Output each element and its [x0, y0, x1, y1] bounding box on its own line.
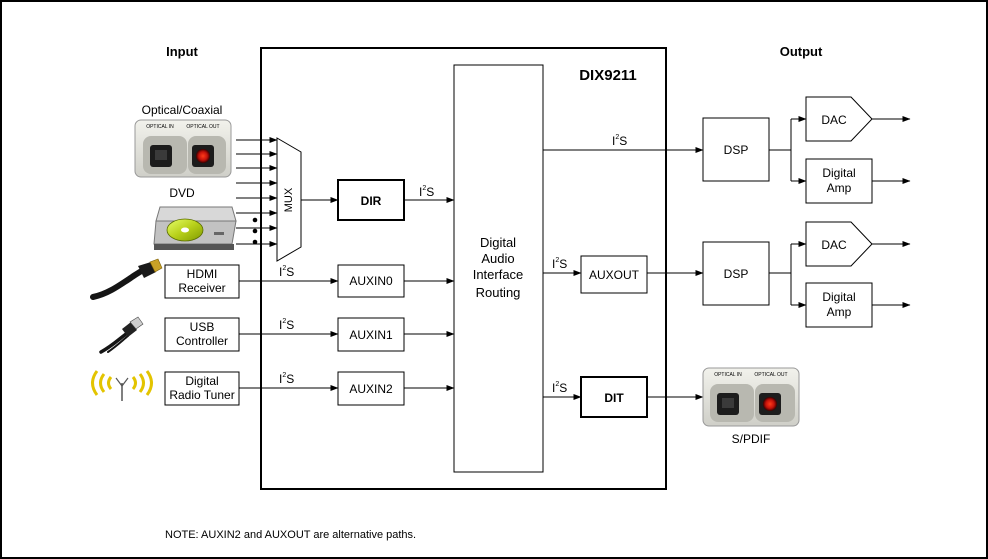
optical-in-text: OPTICAL IN: [146, 124, 174, 130]
input-heading: Input: [166, 44, 198, 59]
i2s-label-dit: I2S: [552, 381, 567, 395]
routing-line3: Interface: [473, 267, 524, 282]
routing-line4: Routing: [476, 285, 521, 300]
i2s-label-auxout: I2S: [552, 257, 567, 271]
spdif-panel-image: OPTICAL IN OPTICAL OUT: [702, 367, 800, 427]
chip-name: DIX9211: [579, 67, 637, 84]
optical-coaxial-label: Optical/Coaxial: [142, 103, 223, 117]
dac-mid-block: [805, 221, 873, 267]
dir-label: DIR: [361, 194, 382, 208]
auxout-label: AUXOUT: [589, 268, 640, 282]
radio-antenna-icon: [91, 370, 153, 401]
dsp-top-label: DSP: [724, 143, 749, 157]
dsp-top-block: [702, 117, 770, 182]
i2s-label-radio: I2S: [279, 372, 294, 386]
routing-block: [453, 64, 544, 473]
hdmi-line2: Receiver: [178, 281, 225, 295]
dit-label: DIT: [604, 391, 624, 405]
auxin0-block: [337, 264, 405, 298]
radio-line2: Radio Tuner: [169, 388, 234, 402]
mux-block: [276, 137, 302, 262]
usb-line2: Controller: [176, 334, 228, 348]
spdif-label: S/PDIF: [732, 432, 771, 446]
routing-line2: Audio: [481, 251, 514, 266]
hdmi-cable-icon: [90, 258, 163, 300]
hdmi-line1: HDMI: [187, 267, 218, 281]
mux-label: MUX: [283, 187, 295, 212]
i2s-label-usb: I2S: [279, 318, 294, 332]
auxin0-label: AUXIN0: [349, 274, 393, 288]
amp-top-line2: Amp: [827, 181, 852, 195]
amp-mid-block: [805, 282, 873, 328]
dit-block: [580, 376, 648, 418]
dir-block: [337, 179, 405, 221]
dsp-mid-label: DSP: [724, 267, 749, 281]
spdif-optical-out-text: OPTICAL OUT: [754, 372, 787, 378]
amp-top-line1: Digital: [822, 166, 855, 180]
mux-ellipsis-dots: [252, 217, 258, 245]
auxout-block: [580, 255, 648, 294]
dac-top-block: [805, 96, 873, 142]
i2s-label-hdmi: I2S: [279, 265, 294, 279]
amp-mid-line1: Digital: [822, 290, 855, 304]
dvd-drive-image: [153, 206, 237, 250]
optical-coaxial-panel-image: OPTICAL IN OPTICAL OUT: [134, 119, 232, 178]
auxin2-label: AUXIN2: [349, 382, 393, 396]
dvd-label: DVD: [169, 186, 195, 200]
usb-line1: USB: [190, 320, 215, 334]
dsp-mid-block: [702, 241, 770, 306]
dac-mid-label: DAC: [821, 238, 847, 252]
radio-line1: Digital: [185, 374, 218, 388]
optical-out-text: OPTICAL OUT: [186, 124, 219, 130]
routing-line1: Digital: [480, 235, 516, 250]
auxin1-label: AUXIN1: [349, 328, 393, 342]
i2s-label-dir: I2S: [419, 185, 434, 199]
chip-boundary: [260, 47, 667, 490]
dac-top-label: DAC: [821, 113, 847, 127]
hdmi-receiver-box: [164, 264, 240, 299]
usb-controller-box: [164, 317, 240, 352]
spdif-optical-in-text: OPTICAL IN: [714, 372, 742, 378]
amp-top-block: [805, 158, 873, 204]
i2s-label-out-top: I2S: [612, 134, 627, 148]
mux-input-arrows: [236, 137, 278, 247]
output-heading: Output: [780, 44, 823, 59]
auxin1-block: [337, 317, 405, 352]
amp-mid-line2: Amp: [827, 305, 852, 319]
footnote: NOTE: AUXIN2 and AUXOUT are alternative …: [165, 529, 416, 541]
radio-tuner-box: [164, 371, 240, 406]
usb-cable-icon: [99, 316, 144, 354]
